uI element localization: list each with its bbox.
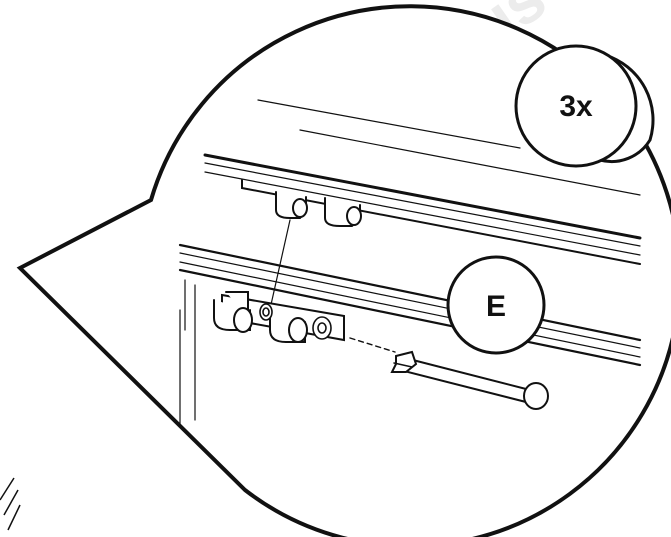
screw-hole-right [312,316,332,340]
insertion-path [349,337,396,353]
screw-hole-left [259,303,273,321]
guide-line [267,219,291,319]
hinge-knob-right [269,309,308,343]
upper-clip-right [324,197,362,227]
part-callout: E [446,255,546,355]
part-label: E [486,290,506,323]
quantity-label: 3x [559,90,593,123]
lower-rail [178,243,642,431]
pin-part-e [390,350,549,410]
background-lines [257,99,641,196]
upper-clip-left [275,191,308,219]
corner-detail [0,477,21,531]
part-callout-circle [446,255,546,355]
upper-rail [203,153,642,265]
quantity-callout: 3x [514,44,655,168]
hinge-knob-left [213,299,253,333]
